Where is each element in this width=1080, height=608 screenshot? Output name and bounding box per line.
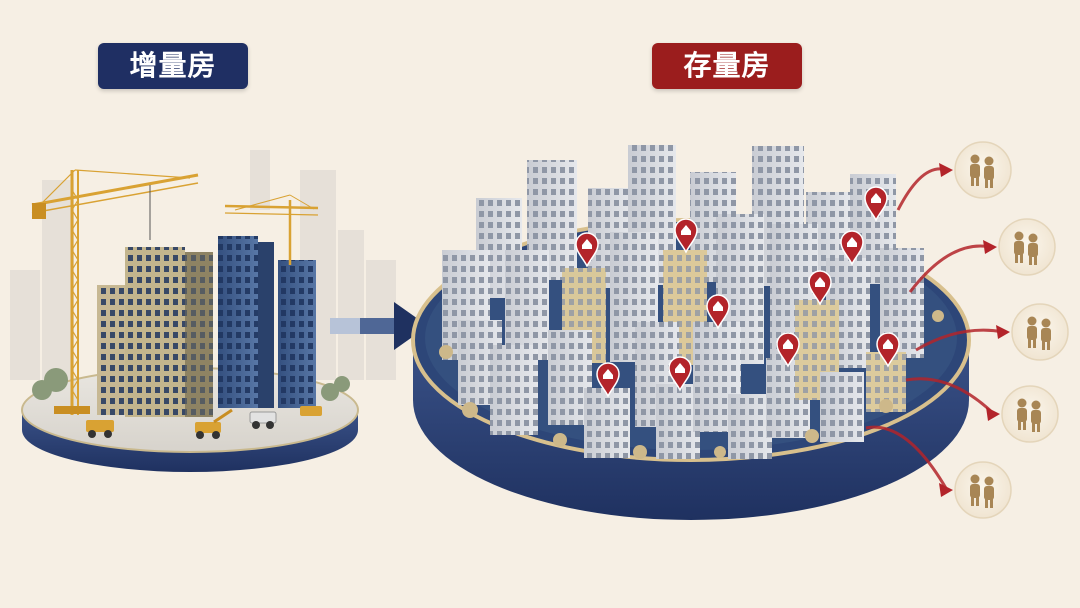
house-pin-icons	[575, 186, 900, 398]
people-icon	[954, 461, 1012, 519]
people-icon	[1001, 385, 1059, 443]
arrow-right-icon	[983, 240, 997, 254]
tower-crane-2	[224, 194, 319, 265]
arrow-right-icon	[996, 325, 1010, 339]
arrow-right-icon	[896, 167, 948, 211]
arrow-right-icon	[905, 377, 996, 416]
people-icon	[998, 218, 1056, 276]
arrow-right-icon	[986, 407, 1000, 421]
construction-vehicles	[86, 406, 322, 439]
tower-row-front	[458, 300, 906, 459]
people-icon	[1011, 303, 1069, 361]
trees-left	[32, 368, 350, 401]
house-pin-icon	[876, 332, 900, 368]
new-housing-label: 增量房	[98, 43, 248, 89]
flow-arrows	[865, 163, 1010, 497]
house-pin-icon	[706, 294, 730, 330]
house-pin-icon	[575, 232, 599, 268]
tower-crane-1	[31, 169, 199, 415]
arrow-right-icon	[915, 328, 1005, 352]
trees-right	[439, 310, 944, 459]
house-pin-icon	[808, 270, 832, 306]
arrow-right-icon	[330, 302, 428, 350]
house-pin-icon	[674, 218, 698, 254]
new-housing-scene	[10, 150, 396, 472]
construction-building-2	[218, 236, 316, 408]
people-icons	[954, 141, 1069, 519]
house-pin-icon	[864, 186, 888, 222]
arrow-right-icon	[939, 163, 953, 177]
house-pin-icon	[596, 362, 620, 398]
arrow-right-icon	[865, 425, 949, 491]
house-pin-icon	[668, 356, 692, 392]
arrow-right-icon	[908, 244, 992, 293]
existing-housing-scene	[411, 141, 1069, 520]
construction-building-1	[97, 247, 213, 417]
existing-housing-label: 存量房	[652, 43, 802, 89]
people-icon	[954, 141, 1012, 199]
arrow-right-icon	[939, 483, 953, 497]
house-pin-icon	[840, 230, 864, 266]
house-pin-icon	[776, 332, 800, 368]
